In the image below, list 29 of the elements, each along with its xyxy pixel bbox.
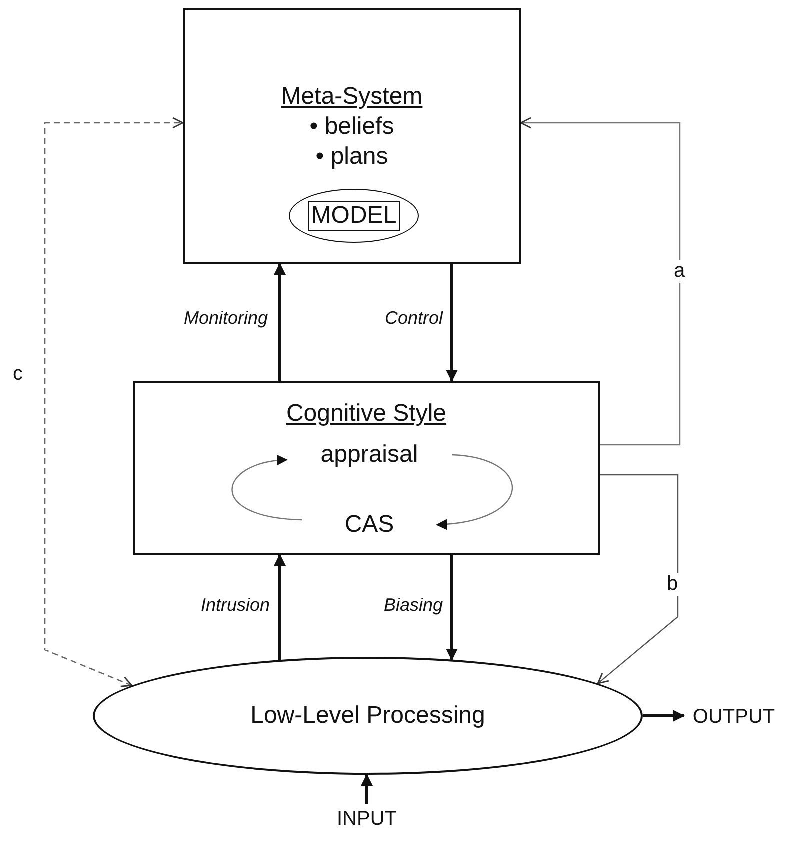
edge-label: Monitoring (182, 308, 270, 329)
arrow (643, 710, 685, 722)
arrow (274, 554, 286, 660)
output-text: OUTPUT (684, 702, 784, 732)
input-text: INPUT (322, 804, 412, 834)
edge-label: Biasing (382, 595, 445, 616)
model-label: MODEL (308, 201, 400, 231)
bullet-item: • plans (316, 142, 388, 172)
processing-ellipse (93, 657, 643, 775)
arrow (361, 774, 373, 804)
arrow (274, 263, 286, 381)
edge-label: a (672, 260, 688, 283)
arrow (597, 474, 679, 684)
meta-system-box (183, 8, 521, 264)
arrow (520, 117, 681, 446)
cognitive-style-box (133, 381, 600, 555)
heading: Meta-System (281, 82, 423, 112)
arrow (446, 264, 458, 382)
curved-arrow (232, 456, 302, 521)
ellipse-label: Low-Level Processing (250, 701, 486, 731)
appraisal-text: appraisal (287, 439, 452, 471)
model-ellipse (289, 189, 419, 243)
cas-text: CAS (302, 509, 437, 541)
arrow (446, 555, 458, 661)
dashed-arrow (44, 117, 184, 688)
bullet-item: • beliefs (310, 112, 394, 142)
edge-label: b (665, 573, 680, 596)
heading: Cognitive Style (286, 399, 447, 429)
curved-arrow (436, 454, 513, 530)
